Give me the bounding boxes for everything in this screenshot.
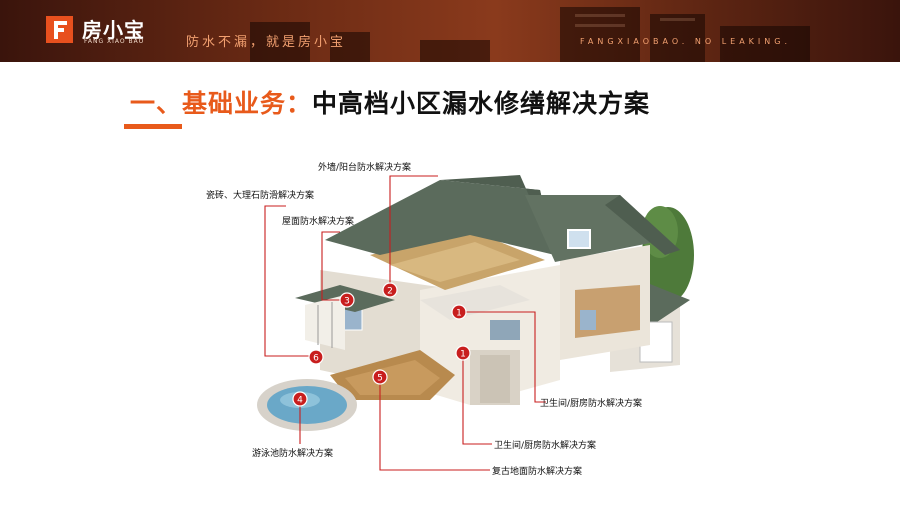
marker-4: 4 [292,391,308,407]
title-main: 中高档小区漏水修缮解决方案 [312,89,651,118]
main-roof [325,180,555,255]
header-english-slogan: FANGXIAOBAO. NO LEAKING. [580,37,792,46]
logo-subtext: FANG XIAO BAO [84,38,145,45]
logo-icon [46,16,73,43]
callout-label-bathroom-lower: 卫生间/厨房防水解决方案 [494,441,597,451]
callout-label-pool: 游泳池防水解决方案 [252,449,334,459]
callout-label-retro-floor: 复古地面防水解决方案 [492,467,583,477]
leader-lines [264,175,546,471]
logo-text: 房小宝 [82,18,145,42]
marker-6: 6 [308,349,324,365]
svg-text:5: 5 [377,374,383,384]
marker-1-lower: 1 [455,345,471,361]
header-banner: 房小宝 FANG XIAO BAO 防水不漏，就是房小宝 FANGXIAOBAO… [0,0,900,62]
header-slogan: 防水不漏，就是房小宝 [186,35,347,50]
marker-1-upper: 1 [451,304,467,320]
svg-text:2: 2 [387,287,393,297]
svg-text:1: 1 [460,350,466,360]
callout-label-roof: 屋面防水解决方案 [282,217,355,227]
page-title: 一、基础业务：中高档小区漏水修缮解决方案 [130,84,650,120]
marker-3: 3 [339,292,355,308]
title-underline [124,124,182,129]
svg-text:1: 1 [456,309,462,319]
marker-5: 5 [372,369,388,385]
callout-label-tile-antislip: 瓷砖、大理石防滑解决方案 [206,191,315,201]
svg-text:6: 6 [313,354,319,364]
callout-label-exterior-wall: 外墙/阳台防水解决方案 [318,163,412,173]
svg-text:3: 3 [344,297,350,307]
svg-text:4: 4 [297,396,303,406]
title-prefix: 一、基础业务： [130,89,313,118]
marker-2: 2 [382,282,398,298]
skylight [567,229,591,249]
callout-label-bathroom-upper: 卫生间/厨房防水解决方案 [540,399,643,409]
